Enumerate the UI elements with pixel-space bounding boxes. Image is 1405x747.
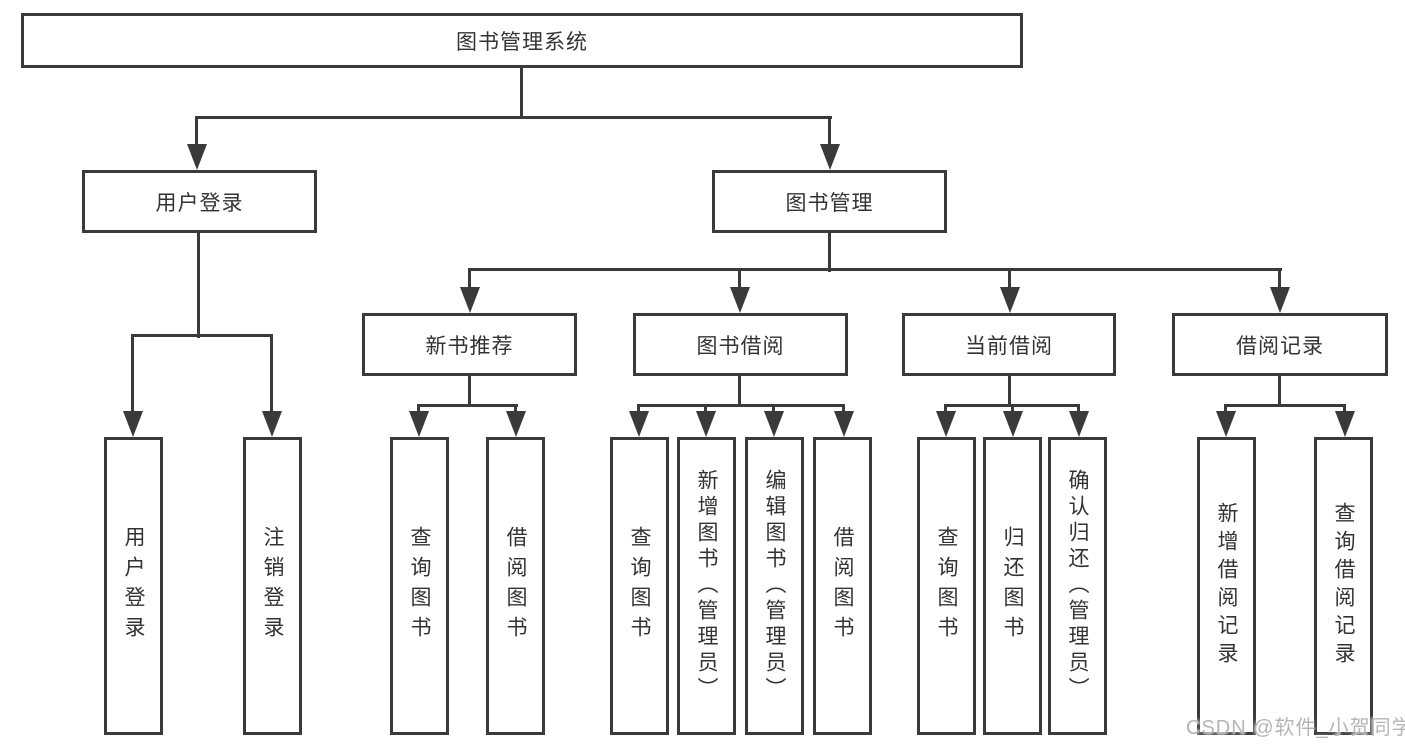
connector-line [270,334,273,413]
connector-line [468,268,471,290]
node-nb-borrow-books: 借阅图书 [486,437,545,735]
arrow-down-icon [764,411,784,437]
arrow-down-icon [1335,411,1355,437]
connector-line [468,268,1282,271]
connector-line [828,116,831,146]
arrow-down-icon [460,287,480,313]
node-bb-edit-books-admin: 编辑图书（管理员） [745,437,804,735]
connector-line [772,404,775,414]
arrow-down-icon [730,287,750,313]
connector-line [704,404,707,414]
connector-line [738,268,741,290]
connector-line [468,376,471,407]
node-bb-query-books: 查询图书 [610,437,669,735]
node-new-book-recommend: 新书推荐 [362,313,577,376]
connector-line [1224,404,1227,414]
arrow-down-icon [187,144,207,170]
arrow-down-icon [262,411,282,437]
connector-line [1011,404,1014,414]
connector-line [131,334,134,413]
node-current-borrowing: 当前借阅 [902,313,1116,376]
connector-line [417,404,518,407]
arrow-down-icon [834,411,854,437]
connector-line [738,376,741,407]
connector-line [1224,404,1346,407]
arrow-down-icon [936,411,956,437]
connector-line [1077,404,1080,414]
connector-line [842,404,845,414]
arrow-down-icon [506,411,526,437]
arrow-down-icon [629,411,649,437]
node-library-system: 图书管理系统 [21,13,1023,68]
node-logout: 注销登录 [243,437,302,735]
connector-line [1278,376,1281,407]
connector-line [828,233,831,272]
node-bb-add-books-admin: 新增图书（管理员） [677,437,736,735]
connector-line [1008,376,1011,407]
node-cb-query-books: 查询图书 [917,437,976,735]
arrow-down-icon [1069,411,1089,437]
arrow-down-icon [1270,287,1290,313]
node-user-login: 用户登录 [82,170,317,233]
arrow-down-icon [1216,411,1236,437]
node-book-borrowing: 图书借阅 [633,313,848,376]
arrow-down-icon [696,411,716,437]
arrow-down-icon [1000,287,1020,313]
connector-line [1343,404,1346,414]
connector-line [637,404,640,414]
node-bb-borrow-books: 借阅图书 [813,437,872,735]
node-nb-query-books: 查询图书 [390,437,449,735]
connector-line [1008,268,1011,290]
connector-line [417,404,420,414]
connector-line [514,404,517,414]
connector-line [520,68,523,118]
node-rec-query-record: 查询借阅记录 [1314,437,1373,735]
node-cb-return-books: 归还图书 [983,437,1042,735]
connector-line [944,404,947,414]
arrow-down-icon [123,411,143,437]
connector-line [637,404,845,407]
arrow-down-icon [820,144,840,170]
connector-line [1278,268,1281,290]
node-user-login-leaf: 用户登录 [104,437,163,735]
node-cb-confirm-return-admin: 确认归还（管理员） [1048,437,1107,735]
arrow-down-icon [1003,411,1023,437]
connector-line [195,116,198,146]
watermark: CSDN @软件_小贺同学 [1186,717,1405,739]
node-borrow-records: 借阅记录 [1172,313,1388,376]
connector-line [197,233,200,338]
connector-line [131,334,273,337]
node-rec-add-record: 新增借阅记录 [1197,437,1256,735]
connector-line [195,116,832,119]
node-book-management: 图书管理 [712,170,947,233]
arrow-down-icon [409,411,429,437]
